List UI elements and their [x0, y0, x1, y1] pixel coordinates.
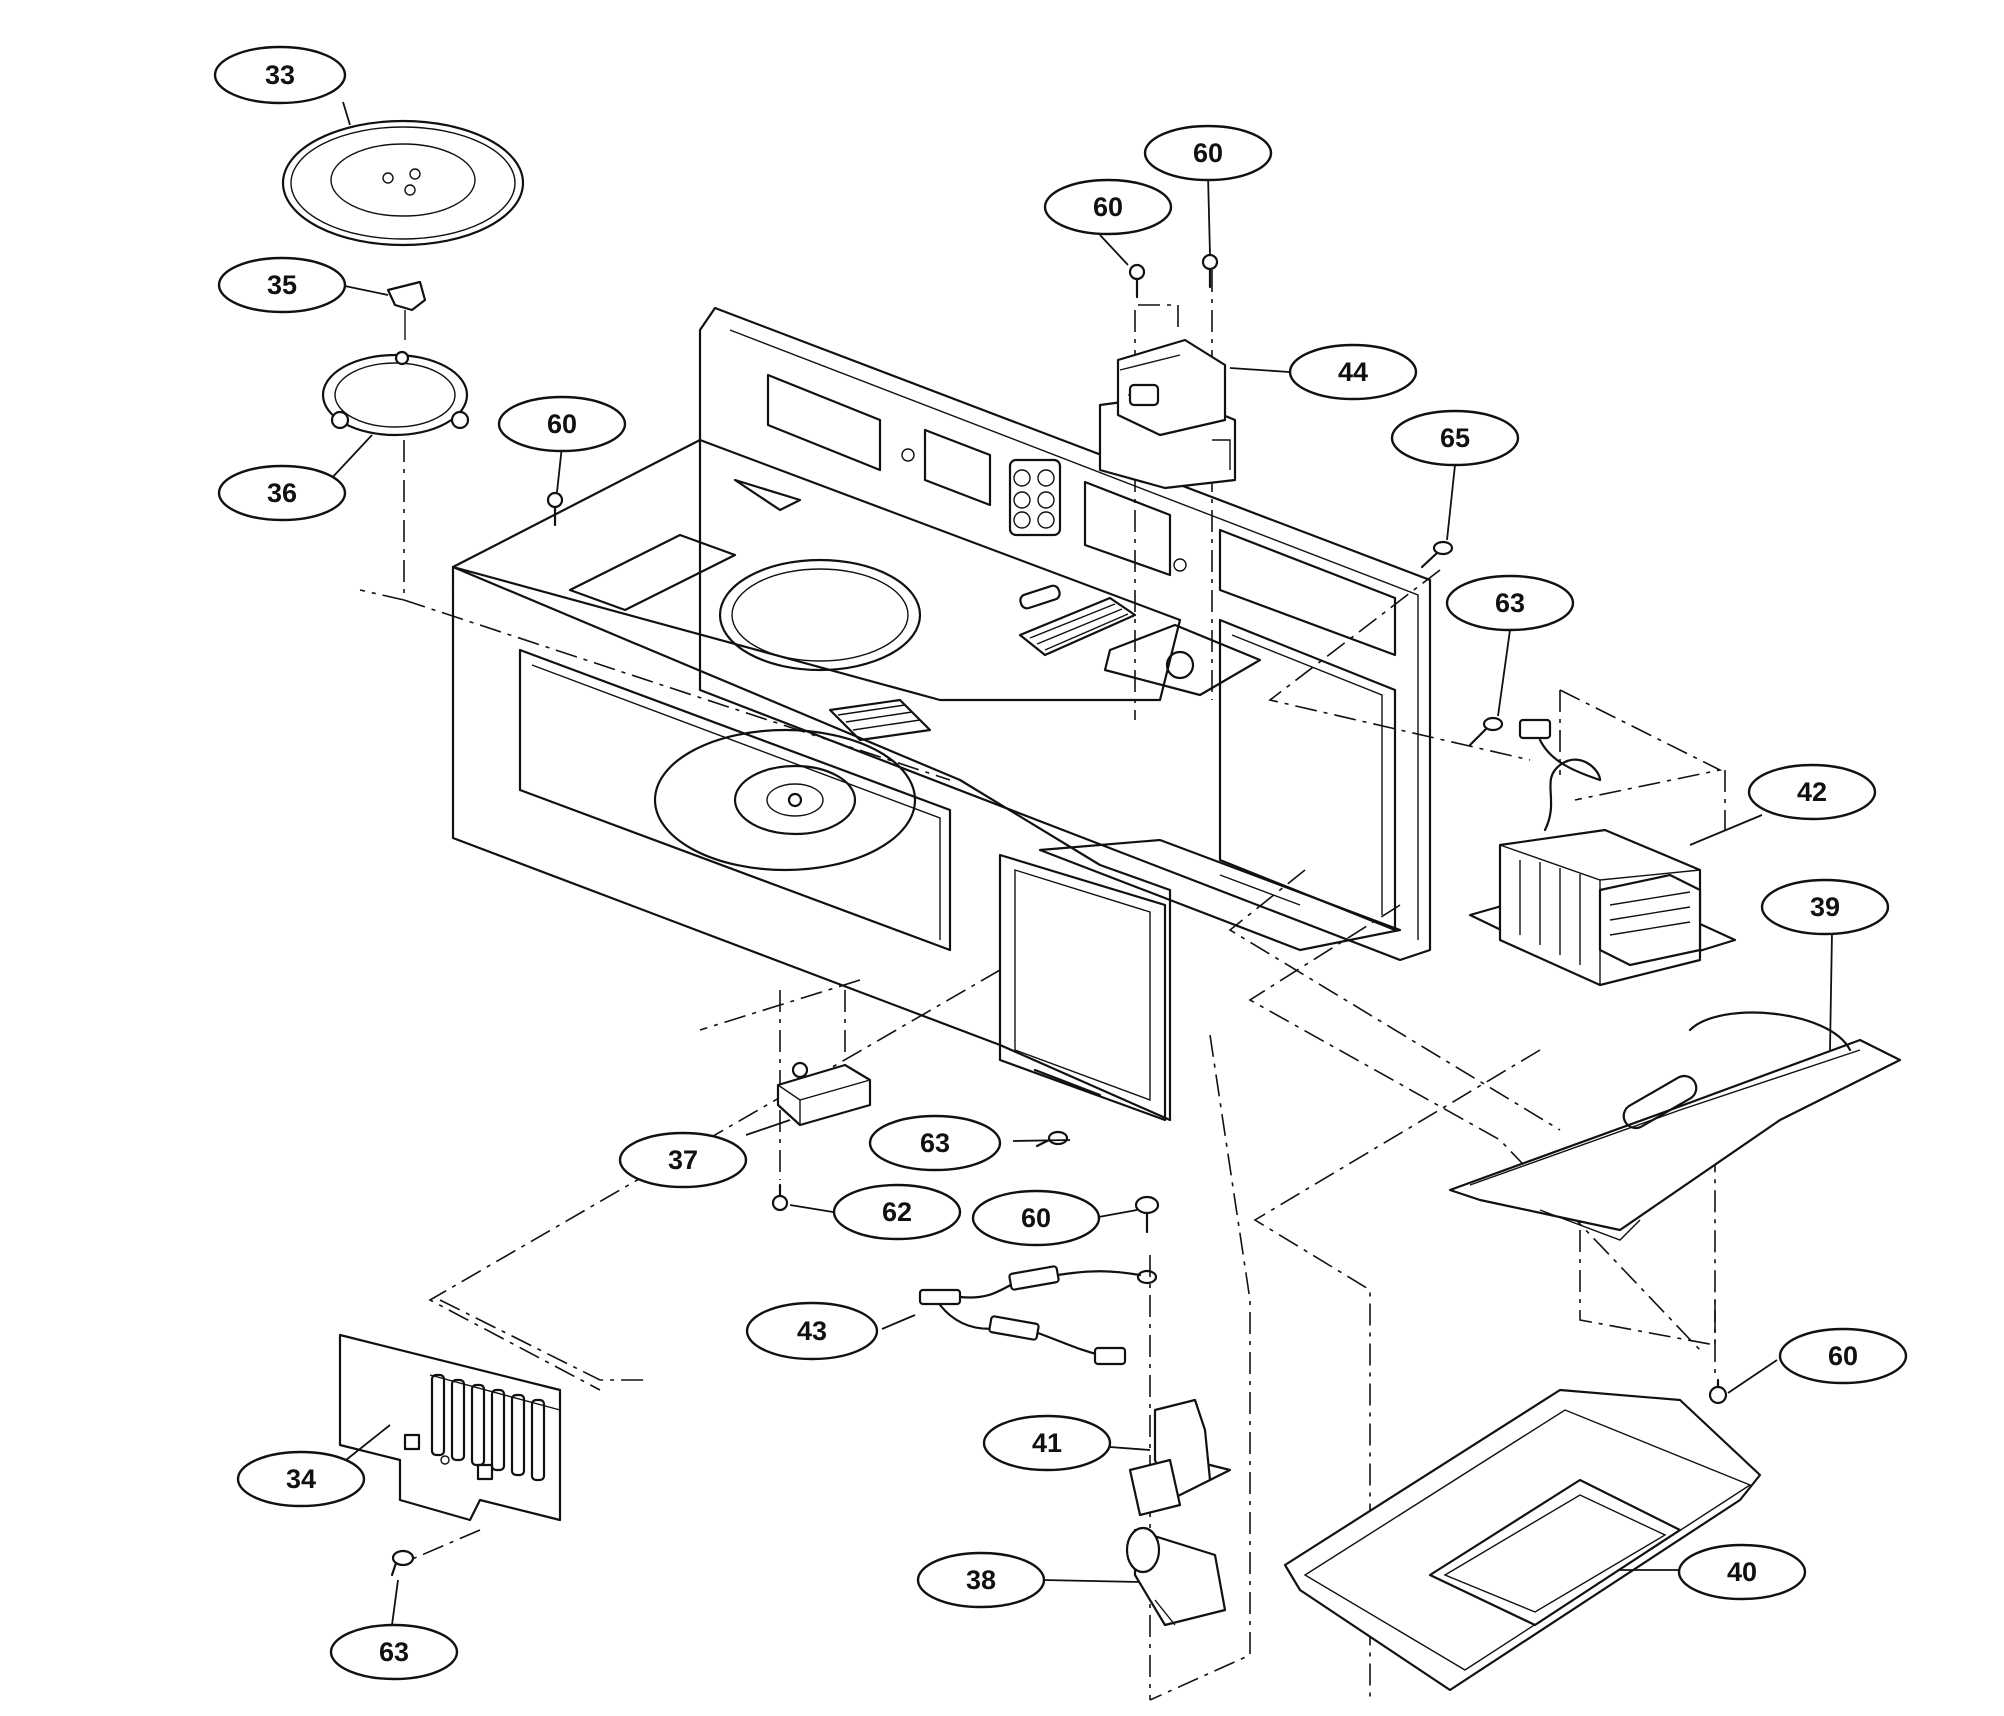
svg-text:38: 38: [966, 1565, 996, 1595]
svg-text:60: 60: [1093, 192, 1123, 222]
turntable-coupler-part: [386, 280, 427, 340]
switch-part: [1125, 1526, 1227, 1627]
callout-63-a: 63: [1445, 574, 1575, 632]
callout-62: 62: [832, 1183, 962, 1241]
screw-63-b: [1035, 1130, 1069, 1148]
screw-62: [771, 1183, 789, 1212]
svg-text:41: 41: [1032, 1428, 1062, 1458]
screw-60-d: [1134, 1195, 1160, 1234]
callout-60-b: 60: [1143, 124, 1273, 182]
callout-60-d: 60: [971, 1189, 1101, 1247]
base-support-part: [1448, 1011, 1902, 1241]
callout-60-e: 60: [1778, 1327, 1908, 1385]
svg-text:35: 35: [267, 270, 297, 300]
svg-text:34: 34: [286, 1464, 316, 1494]
cavity-chassis: [451, 306, 1432, 1122]
svg-text:60: 60: [1193, 138, 1223, 168]
cover-plate-part: [338, 1333, 562, 1522]
screw-60-b: [1201, 253, 1219, 289]
callout-63-b: 63: [868, 1114, 1002, 1172]
svg-text:39: 39: [1810, 892, 1840, 922]
callout-35: 35: [217, 256, 347, 314]
louver-slots: [430, 1373, 546, 1482]
roller-ring-part: [321, 350, 470, 437]
bottom-plate-part: [1283, 1388, 1762, 1692]
screw-60-a: [1128, 263, 1146, 299]
callout-42: 42: [1747, 763, 1877, 821]
switch-bracket-part: [1128, 1398, 1232, 1517]
svg-text:65: 65: [1440, 423, 1470, 453]
leader-lines: [329, 101, 1833, 1626]
callout-37: 37: [618, 1131, 748, 1189]
screw-65: [1420, 540, 1454, 569]
assembly-lines: [359, 270, 1726, 1701]
callout-65: 65: [1390, 409, 1520, 467]
callout-63-c: 63: [329, 1623, 459, 1681]
screw-63-c: [390, 1549, 415, 1577]
callout-36: 36: [217, 464, 347, 522]
svg-text:37: 37: [668, 1145, 698, 1175]
svg-text:43: 43: [797, 1316, 827, 1346]
screw-60-c: [546, 491, 564, 527]
callout-44: 44: [1288, 343, 1418, 401]
callout-33: 33: [213, 45, 347, 105]
callout-60-a: 60: [1043, 178, 1173, 236]
svg-text:63: 63: [1495, 588, 1525, 618]
svg-text:60: 60: [547, 409, 577, 439]
screw-60-e: [1708, 1378, 1728, 1405]
callout-39: 39: [1760, 878, 1890, 936]
screws: [390, 253, 1728, 1577]
transformer-part: [1468, 718, 1737, 987]
magnetron-part: [1098, 338, 1237, 490]
svg-text:44: 44: [1338, 357, 1368, 387]
callouts: 33 35 36 60 60 60 44 65: [213, 45, 1908, 1681]
svg-text:63: 63: [379, 1637, 409, 1667]
svg-text:60: 60: [1021, 1203, 1051, 1233]
svg-text:42: 42: [1797, 777, 1827, 807]
vent-grid-front: [828, 698, 932, 742]
callout-40: 40: [1677, 1543, 1807, 1601]
turntable-tray-part: [281, 119, 525, 247]
svg-text:63: 63: [920, 1128, 950, 1158]
svg-text:33: 33: [265, 60, 295, 90]
fuse-harness-part: [918, 1265, 1158, 1366]
svg-text:60: 60: [1828, 1341, 1858, 1371]
callout-60-c: 60: [497, 395, 627, 453]
svg-text:62: 62: [882, 1197, 912, 1227]
svg-text:40: 40: [1727, 1557, 1757, 1587]
callout-38: 38: [916, 1551, 1046, 1609]
callout-34: 34: [236, 1450, 366, 1508]
callout-43: 43: [745, 1301, 879, 1361]
turntable-motor-part: [776, 1061, 872, 1127]
screw-63-a: [1468, 716, 1504, 747]
svg-text:36: 36: [267, 478, 297, 508]
vent-grid-top: [1018, 596, 1137, 657]
callout-41: 41: [982, 1414, 1112, 1472]
